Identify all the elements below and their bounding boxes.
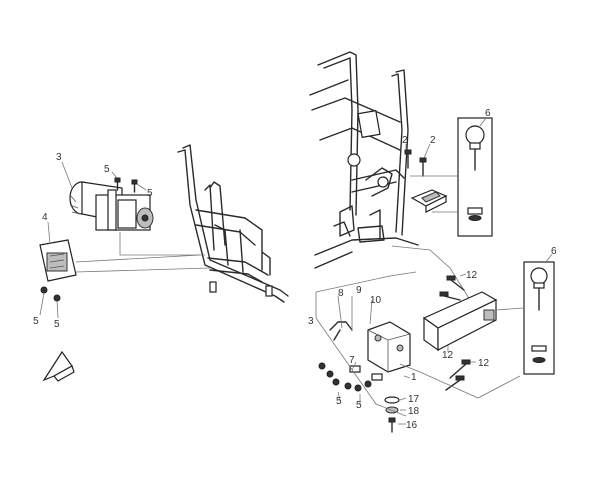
callout-18: 18 [408, 406, 420, 417]
small-hardware [318, 362, 400, 433]
winch-motor [69, 181, 154, 231]
winch-front-frame [177, 144, 289, 303]
callout-5d: 5 [54, 319, 60, 330]
callout-12b: 12 [442, 350, 454, 361]
bolts-2 [404, 149, 427, 177]
hitch-leaders [315, 253, 553, 425]
winch-bolts [114, 177, 138, 193]
hitch-assembly-bracket [315, 271, 417, 373]
callout-5b: 5 [147, 188, 153, 199]
hitch-tube [422, 291, 498, 352]
callout-7: 7 [349, 355, 355, 366]
callout-labels: 3 5 5 4 5 5 2 2 6 6 8 9 10 3 7 1 5 5 17 … [33, 108, 557, 431]
callout-3b: 3 [308, 316, 314, 327]
hitch-receiver-top [410, 189, 448, 213]
callout-1: 1 [411, 372, 417, 383]
callout-9: 9 [356, 285, 362, 296]
callout-4: 4 [42, 212, 48, 223]
rear-frame [309, 51, 419, 269]
callout-5e: 5 [336, 396, 342, 407]
callout-10: 10 [370, 295, 382, 306]
callout-5f: 5 [356, 400, 362, 411]
rear-leaders [391, 117, 487, 301]
callout-3a: 3 [56, 152, 62, 163]
hitch-ball-box-bottom [523, 261, 555, 375]
callout-6a: 6 [485, 108, 491, 119]
callout-17: 17 [408, 394, 420, 405]
callout-5c: 5 [33, 316, 39, 327]
hitch-ball-box-top [457, 117, 493, 237]
callout-12a: 12 [466, 270, 478, 281]
callout-5a: 5 [104, 164, 110, 175]
callout-6b: 6 [551, 246, 557, 257]
winch-leaders [39, 161, 211, 319]
callout-12c: 12 [478, 358, 490, 369]
direction-arrow-icon [42, 350, 75, 382]
callout-2b: 2 [430, 135, 436, 146]
winch-mount-plate [39, 239, 77, 302]
callout-2: 2 [402, 135, 408, 146]
callout-16: 16 [406, 420, 418, 431]
callout-8: 8 [338, 288, 344, 299]
